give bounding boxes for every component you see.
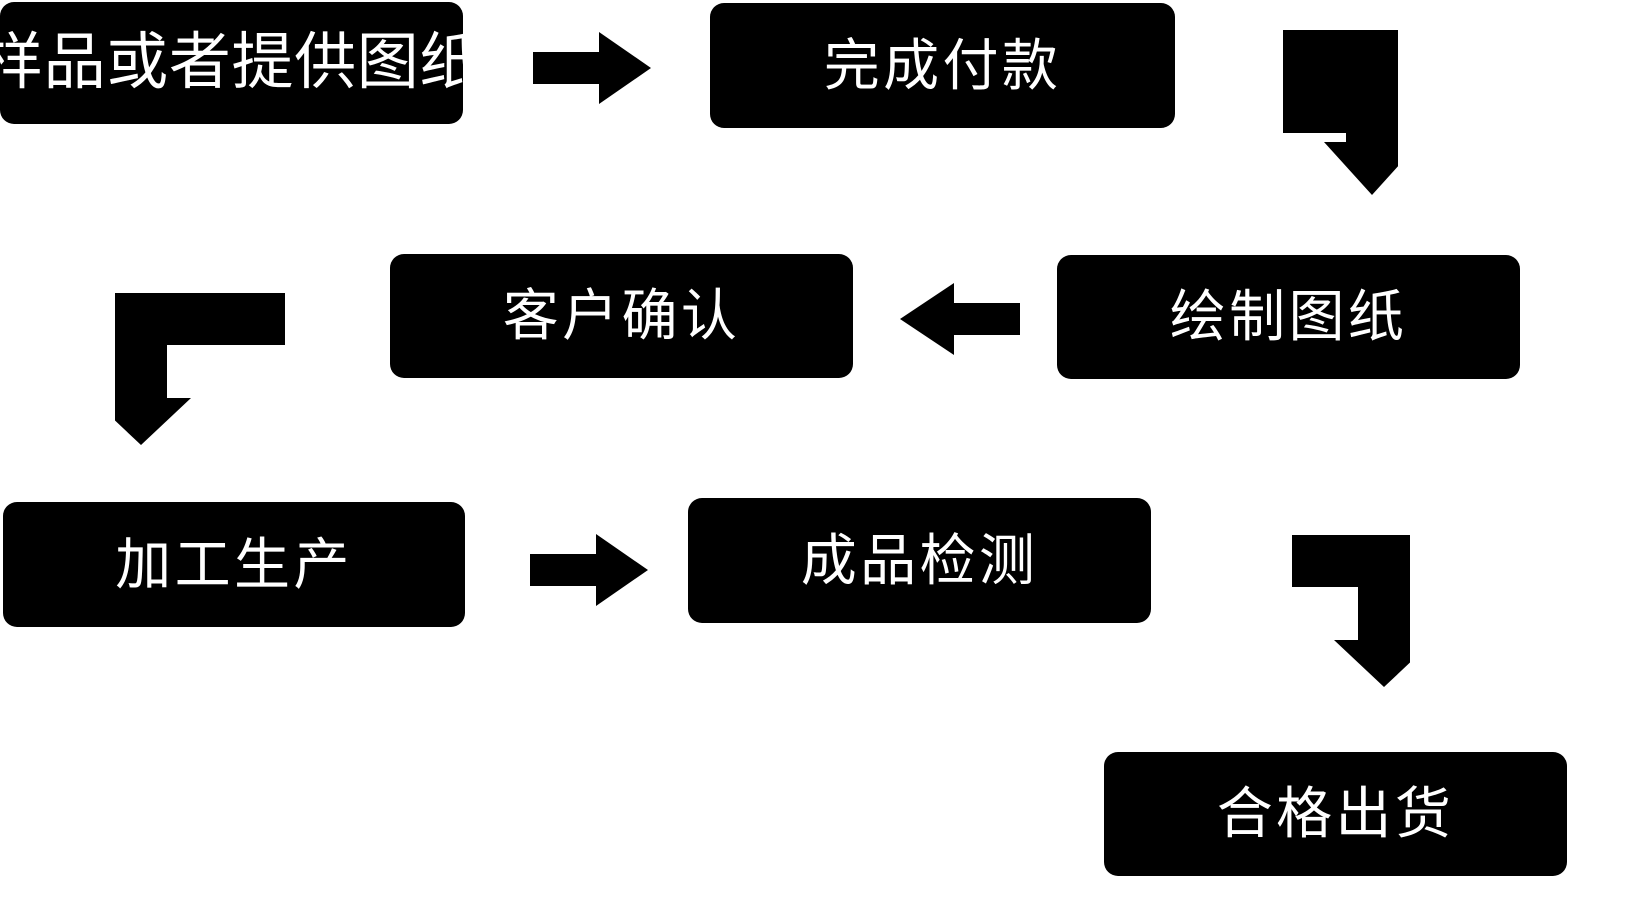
flow-node-ship[interactable]: 合格出货 xyxy=(1104,752,1567,876)
arrow-sample-to-payment xyxy=(533,32,651,104)
arrow-payment-to-drawing xyxy=(1228,30,1398,195)
flow-node-label: 成品检测 xyxy=(800,528,1039,592)
flow-node-payment[interactable]: 完成付款 xyxy=(710,3,1175,128)
flow-node-label: 合格出货 xyxy=(1216,782,1455,845)
flow-node-label: 加工生产 xyxy=(115,532,353,596)
flow-node-inspect[interactable]: 成品检测 xyxy=(688,498,1151,623)
flow-node-label: 样品或者提供图纸 xyxy=(0,28,482,97)
flow-node-confirm[interactable]: 客户确认 xyxy=(390,254,853,378)
arrow-drawing-to-confirm xyxy=(900,283,1020,355)
flow-node-produce[interactable]: 加工生产 xyxy=(3,502,465,627)
flow-node-drawing[interactable]: 绘制图纸 xyxy=(1057,255,1520,379)
flow-node-label: 完成付款 xyxy=(823,33,1062,97)
flow-node-label: 绘制图纸 xyxy=(1169,285,1408,348)
arrow-confirm-to-produce xyxy=(115,293,285,445)
flow-node-label: 客户确认 xyxy=(502,284,741,347)
flow-node-sample[interactable]: 样品或者提供图纸 xyxy=(0,2,481,124)
arrow-inspect-to-ship xyxy=(1240,535,1410,687)
arrow-produce-to-inspect xyxy=(530,534,648,606)
